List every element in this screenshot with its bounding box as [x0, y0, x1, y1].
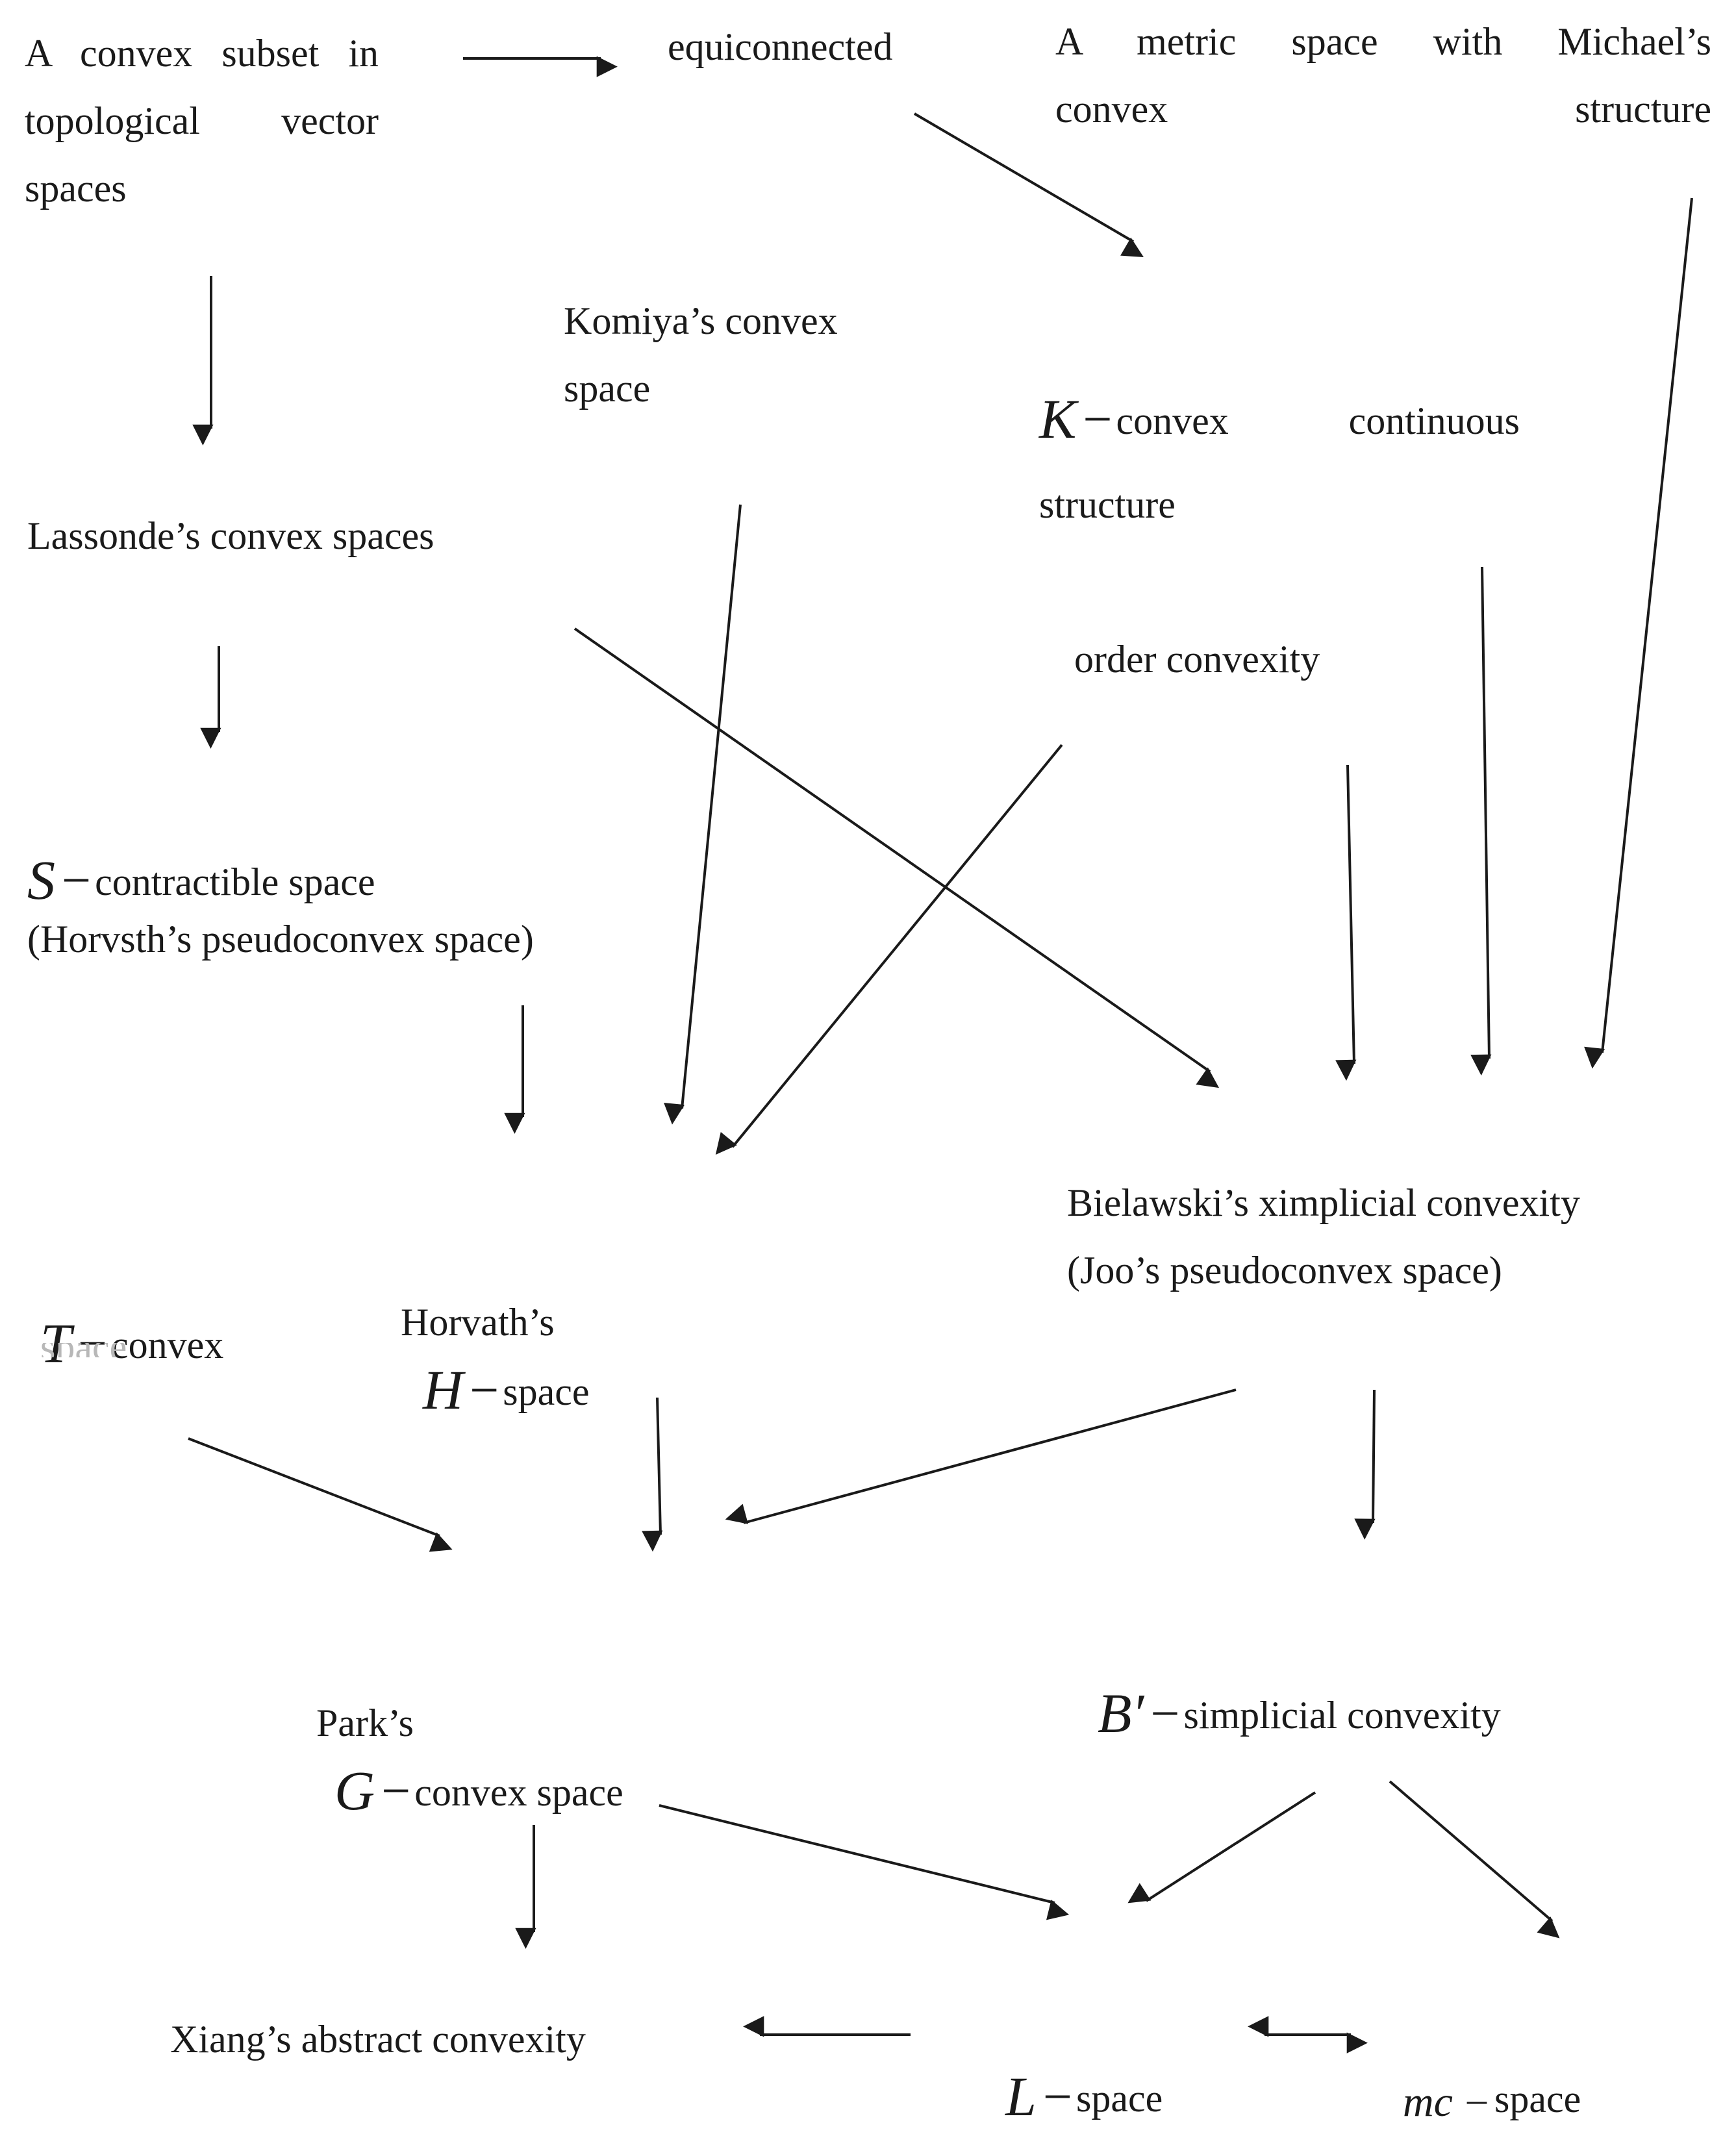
h-label: space: [503, 1370, 590, 1413]
k-line2: structure: [1039, 483, 1176, 526]
g-dash: −: [381, 1763, 411, 1820]
k-symbol: K: [1039, 388, 1077, 450]
node-bielawski: Bielawski’s ximplicial convexity (Joo’s …: [1067, 1181, 1580, 1292]
b-dash: −: [1150, 1685, 1180, 1742]
node-order-convexity: order convexity: [1074, 638, 1320, 681]
k-line1: convex continuous: [1116, 399, 1520, 442]
node-michael: A metric space with Michael’s convex str…: [1055, 20, 1711, 131]
node-equiconnected: equiconnected: [668, 25, 893, 68]
edge-equiconnected-to-k-convex: [913, 112, 1144, 257]
node-horvath-h: Horvath’s H−space: [401, 1221, 589, 1426]
t-label: convex: [110, 1324, 224, 1366]
s-dash: −: [62, 852, 92, 909]
diagram-canvas: [188, 56, 1693, 2054]
t-convex-cutoff-text: space: [40, 1343, 131, 1357]
edge-park-g-to-l-space: [659, 1804, 1070, 1920]
edge-horvath-h-to-park-g: [642, 1397, 663, 1552]
g-label: convex space: [414, 1771, 623, 1814]
s-line1: contractible space: [95, 861, 375, 903]
b-prime-symbol: B′: [1098, 1682, 1144, 1744]
node-t-convex: T−convex: [40, 1242, 223, 1379]
edge-komiya-to-horvath-h: [664, 504, 742, 1125]
node-komiya: Komiya’s convex space: [564, 299, 838, 410]
g-symbol: G: [334, 1759, 375, 1822]
k-dash: −: [1083, 391, 1113, 448]
edge-order-convexity-to-horvath-h: [715, 744, 1063, 1155]
edge-order-convexity-to-bielawski: [1335, 764, 1357, 1081]
edge-michael-to-bielawski: [1584, 197, 1693, 1069]
node-mc-space: mc–space: [1403, 1998, 1581, 2136]
l-dash: −: [1042, 2068, 1072, 2126]
edge-b-prime-to-mc-space: [1389, 1780, 1560, 1939]
s-symbol: S: [27, 849, 55, 911]
edge-k-convex-to-bielawski: [1470, 566, 1492, 1076]
edge-bielawski-to-b-prime: [1354, 1389, 1376, 1540]
s-line2: (Horvsth’s pseudoconvex space): [27, 918, 534, 961]
h-symbol: H: [423, 1359, 464, 1421]
node-b-prime: B′−simplicial convexity: [1098, 1612, 1501, 1749]
edge-b-prime-to-l-space: [1127, 1791, 1316, 1904]
mc-symbol: mc: [1403, 2078, 1453, 2126]
b-prime-label: simplicial convexity: [1183, 1694, 1501, 1737]
t-dash: −: [77, 1315, 107, 1372]
h-dash: −: [470, 1362, 499, 1419]
node-l-space: L−space: [1005, 1995, 1163, 2132]
edge-t-convex-to-park-g: [188, 1437, 453, 1552]
l-symbol: L: [1005, 2065, 1037, 2128]
edge-layer: [188, 56, 1693, 2054]
node-convex-subset: A convex subset in topological vector sp…: [25, 32, 379, 210]
park-prefix: Park’s: [316, 1702, 414, 1744]
mc-dash: –: [1466, 2078, 1487, 2120]
node-park-g: Park’s G−convex space: [316, 1622, 623, 1826]
node-lassonde: Lassonde’s convex spaces: [27, 514, 434, 557]
mc-label: space: [1494, 2078, 1581, 2120]
edge-bielawski-to-park-g: [725, 1388, 1237, 1524]
edge-lassonde-to-bielawski: [573, 627, 1220, 1088]
node-s-contractible: S−contractible space (Horvsth’s pseudoco…: [27, 783, 534, 982]
horvath-prefix: Horvath’s: [401, 1301, 555, 1344]
node-xiang: Xiang’s abstract convexity: [170, 2018, 586, 2061]
t-symbol: T: [40, 1312, 71, 1374]
node-k-convex: K−convex continuous structure: [1039, 312, 1520, 526]
l-label: space: [1076, 2077, 1163, 2120]
